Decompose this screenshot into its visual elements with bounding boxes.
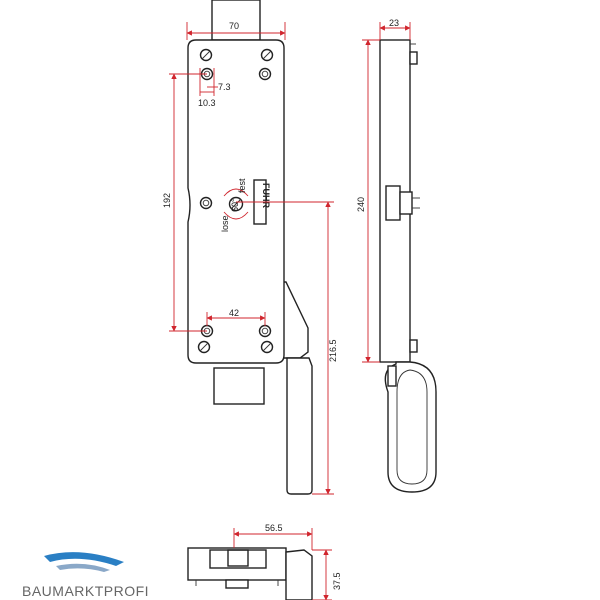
label-angle: 60°: [230, 198, 240, 212]
dim-hole-offset-x: 7.3: [218, 82, 231, 92]
adjust-screw: [223, 188, 249, 220]
side-handle-loop: [384, 361, 437, 493]
hole-middle: [199, 196, 213, 210]
lock-case: [187, 39, 285, 364]
dim-hole-offset-y: 10.3: [198, 98, 216, 108]
dim-hole-spacing-vertical: 192: [162, 193, 172, 208]
logo-swoosh-icon: [44, 552, 124, 566]
dim-bottom-height: 37.5: [332, 572, 342, 590]
screw-bottom-left: [197, 340, 211, 354]
screw-top-right: [260, 48, 274, 62]
hole-top-right: [258, 67, 272, 81]
dim-handle-height: 216.5: [328, 339, 338, 362]
dim-side-depth: 23: [389, 18, 399, 28]
logo-text: BAUMARKTPROFI: [22, 583, 149, 599]
dim-hole-spacing-horizontal: 42: [229, 308, 239, 318]
dim-front-width: 70: [229, 21, 239, 31]
top-bolt: [211, 0, 261, 41]
bottom-bolt: [213, 367, 265, 405]
side-view: 23 240: [356, 18, 437, 493]
label-lose: lose: [220, 215, 230, 232]
front-view: lose 60° fest FUHR 70 192 7.3 10.3 42 21…: [162, 0, 338, 495]
screw-bottom-right: [260, 340, 274, 354]
bottom-view: 56.5 37.5: [187, 523, 342, 600]
screw-top-left: [199, 48, 213, 62]
dim-bottom-length: 56.5: [265, 523, 283, 533]
baumarktprofi-logo: BAUMARKTPROFI: [22, 552, 149, 599]
label-fest: fest: [237, 178, 247, 193]
dim-side-height: 240: [356, 197, 366, 212]
brand-label: FUHR: [261, 183, 271, 208]
